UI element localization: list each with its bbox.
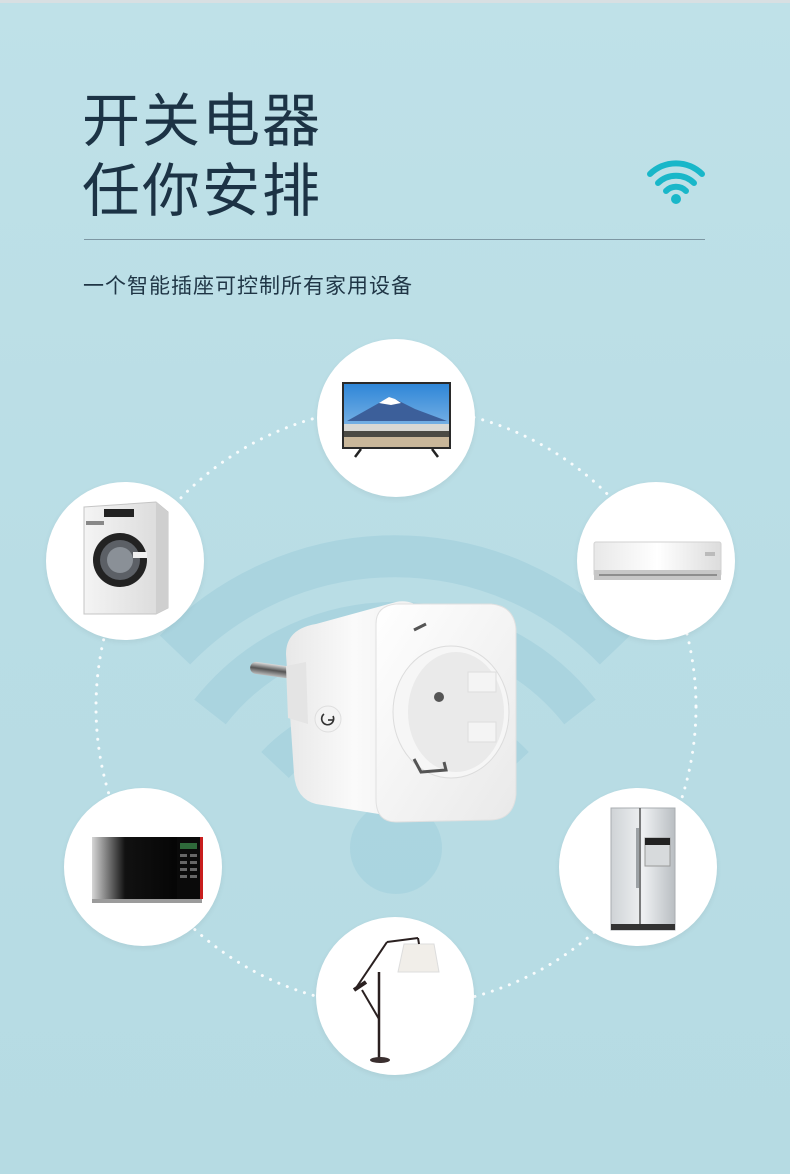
appliance-air-conditioner: [577, 482, 735, 640]
microwave-icon: [92, 837, 203, 903]
header-divider: [84, 239, 705, 240]
subtitle: 一个智能插座可控制所有家用设备: [83, 274, 413, 298]
refrigerator-icon: [610, 807, 676, 931]
washing-machine-icon: [83, 501, 169, 615]
smart-plug-image: [250, 601, 517, 823]
title-line-1: 开关电器: [82, 87, 323, 155]
appliance-microwave: [64, 788, 222, 946]
floor-lamp-icon: [352, 937, 440, 1063]
air-conditioner-icon: [593, 541, 722, 580]
appliance-washing-machine: [46, 482, 204, 640]
page-title: 开关电器 任你安排: [82, 86, 322, 226]
title-line-2: 任你安排: [82, 157, 323, 225]
appliance-refrigerator: [559, 788, 717, 946]
top-edge: [0, 0, 790, 3]
wifi-icon: [647, 160, 705, 204]
appliance-tv: [317, 339, 475, 497]
appliance-floor-lamp: [316, 917, 474, 1075]
tv-icon: [342, 382, 451, 458]
